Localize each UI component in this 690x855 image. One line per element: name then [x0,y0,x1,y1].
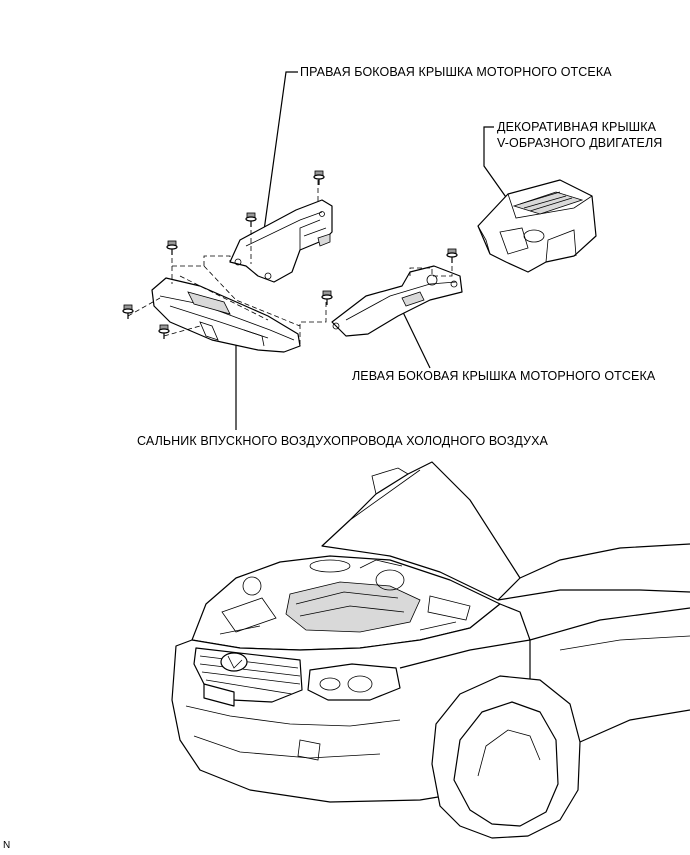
left-side-cover-label: ЛЕВАЯ БОКОВАЯ КРЫШКА МОТОРНОГО ОТСЕКА [352,369,656,383]
left-side-cover [331,265,463,337]
assembly-dash-lines [127,180,453,344]
right-side-cover-label: ПРАВАЯ БОКОВАЯ КРЫШКА МОТОРНОГО ОТСЕКА [300,65,612,79]
right-side-cover [229,199,333,283]
v-engine-cover-label-line1: ДЕКОРАТИВНАЯ КРЫШКА [497,120,657,134]
corner-mark: N [3,840,11,851]
v-engine-decorative-cover [477,179,597,273]
intake-seal-label: САЛЬНИК ВПУСКНОГО ВОЗДУХОПРОВОДА ХОЛОДНО… [137,434,548,448]
fastener-clips [122,170,458,339]
car-front-illustration [171,461,690,839]
v-engine-cover-label-line2: V-ОБРАЗНОГО ДВИГАТЕЛЯ [497,136,663,150]
leader-lines [235,71,509,430]
cold-air-intake-seal [151,277,301,353]
